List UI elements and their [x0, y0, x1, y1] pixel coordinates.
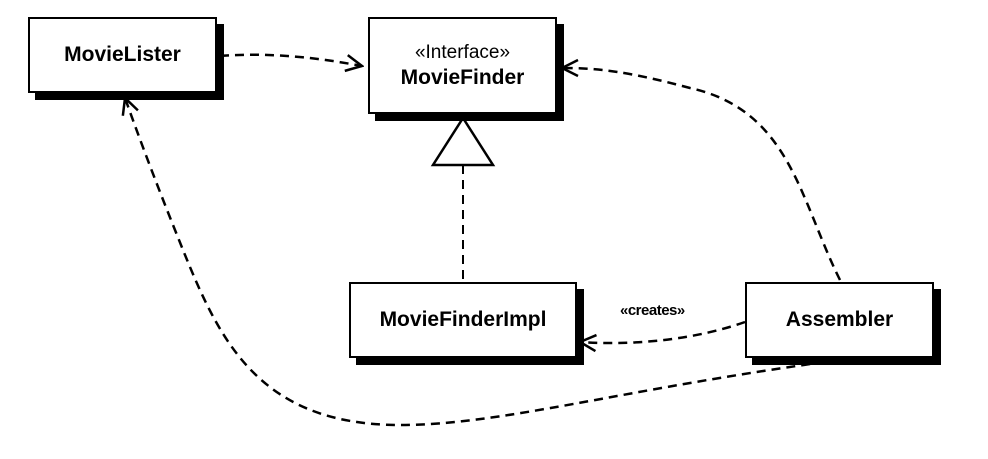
class-assembler[interactable]: Assembler	[745, 282, 934, 358]
class-name: Assembler	[785, 308, 894, 331]
dependency-assembler-to-finder	[562, 68, 842, 281]
dependency-assembler-to-lister	[125, 98, 826, 427]
stereotype-label: «Interface»	[414, 41, 511, 63]
class-movie-finder-impl[interactable]: MovieFinderImpl	[349, 282, 577, 358]
dependency-lister-to-finder	[219, 53, 362, 66]
class-name: MovieFinder	[400, 65, 525, 89]
interface-movie-finder[interactable]: «Interface» MovieFinder	[368, 17, 557, 114]
creates-label: «creates»	[620, 302, 685, 319]
class-name: MovieFinderImpl	[379, 308, 547, 331]
class-movie-lister[interactable]: MovieLister	[28, 17, 217, 93]
dependency-assembler-creates-impl	[580, 320, 746, 343]
class-name: MovieLister	[64, 43, 181, 66]
realization-triangle	[430, 115, 496, 167]
